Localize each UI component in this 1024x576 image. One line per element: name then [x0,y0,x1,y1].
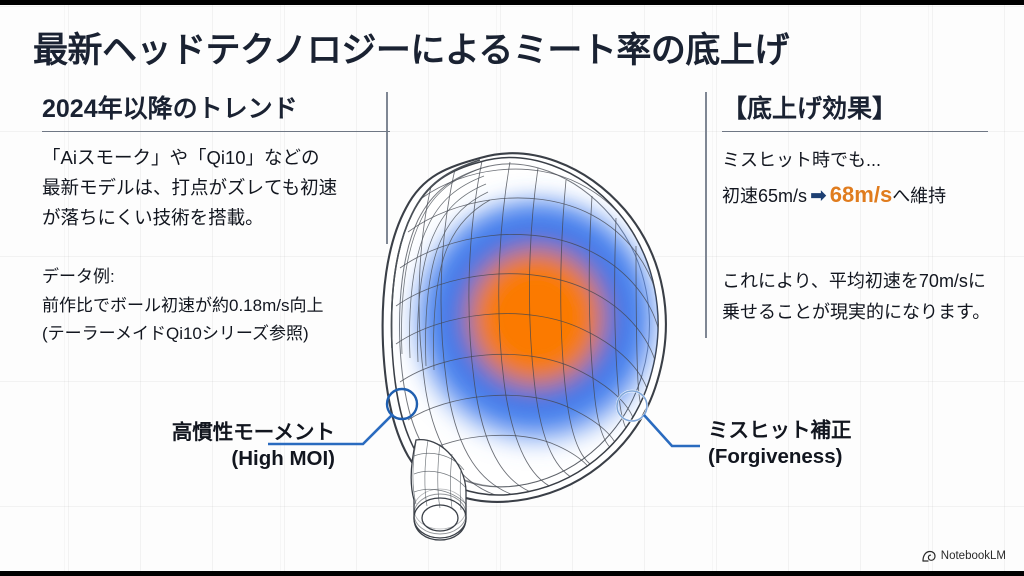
callout-high-moi: 高慣性モーメント (High MOI) [160,420,335,472]
column-divider-right [705,92,707,338]
left-heading-underline [42,130,390,133]
notebooklm-watermark: NotebookLM [922,550,1006,562]
impact-heatmap [410,197,659,453]
data-example-line-2: (テーラーメイドQi10シリーズ参照) [42,324,309,344]
hosel-mesh [412,439,467,511]
wireframe-mesh [395,160,659,495]
letterbox-bottom [0,571,1024,576]
right-paragraph-line-1: これにより、平均初速を70m/sに [722,271,986,291]
callout-high-moi-jp: 高慣性モーメント [171,421,335,444]
right-column-body: ミスヒット時でも... 初速65m/s➡68m/sへ維持 [722,145,1002,214]
right-column-paragraph: これにより、平均初速を70m/sに 乗せることが現実的になります。 [722,266,1012,328]
page-title: 最新ヘッドテクノロジーによるミート率の底上げ [33,31,789,70]
golf-driver-head-illustration [381,152,667,541]
letterbox-top [0,0,1024,5]
notebooklm-watermark-label: NotebookLM [940,550,1006,562]
left-body-line-3: が落ちにくい技術を搭載。 [42,207,264,229]
arrow-right-icon: ➡ [810,185,827,208]
left-column-body: 「Aiスモーク」や「Qi10」などの 最新モデルは、打点がズレても初速 が落ちに… [42,143,390,233]
callout-high-moi-en: (High MOI) [231,447,335,471]
right-heading-underline [722,130,988,133]
speed-suffix: へ維持 [892,186,947,207]
right-body-line-1: ミスヒット時でも... [722,150,882,171]
data-example-line-1: 前作比でボール初速が約0.18m/s向上 [42,295,324,315]
callout-forgiveness-jp: ミスヒット補正 [708,419,852,442]
circle-marker-high-moi [385,387,419,421]
column-divider-left [386,92,388,244]
notebooklm-logo-icon [922,550,936,562]
left-column: 2024年以降のトレンド 「Aiスモーク」や「Qi10」などの 最新モデルは、打… [42,95,390,233]
right-column-heading: 【底上げ効果】 [722,95,898,123]
speed-after: 68m/s [829,182,893,208]
right-body-line-2: 初速65m/s➡68m/sへ維持 [722,176,1002,214]
left-column-heading: 2024年以降のトレンド [42,95,298,123]
data-example-label: データ例: [42,267,115,286]
callout-forgiveness-en: (Forgiveness) [708,445,843,469]
data-example-block: データ例: 前作比でボール初速が約0.18m/s向上 (テーラーメイドQi10シ… [42,263,402,349]
speed-before: 初速65m/s [722,186,808,207]
left-body-line-2: 最新モデルは、打点がズレても初速 [42,177,338,199]
right-column: 【底上げ効果】 ミスヒット時でも... 初速65m/s➡68m/sへ維持 [722,95,1002,214]
left-body-line-1: 「Aiスモーク」や「Qi10」などの [42,147,320,169]
callout-forgiveness: ミスヒット補正 (Forgiveness) [708,418,908,470]
club-face-ribs [390,159,491,371]
right-paragraph-line-2: 乗せることが現実的になります。 [722,301,991,322]
